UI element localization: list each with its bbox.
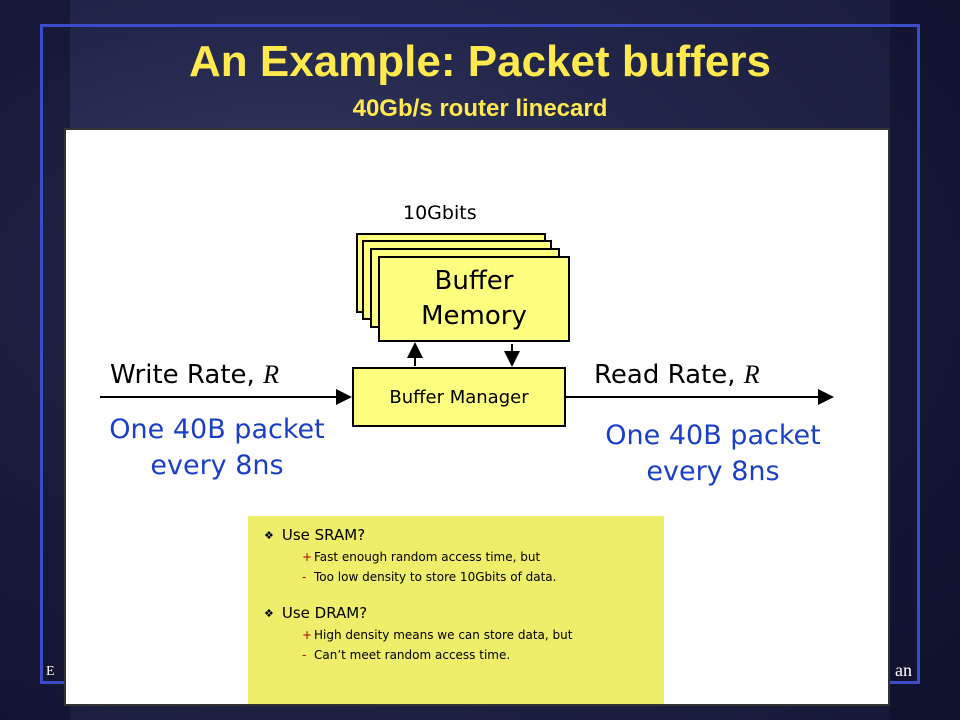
- dram-pro-text: High density means we can store data, bu…: [314, 628, 573, 642]
- read-packet-line1: One 40B packet: [605, 420, 821, 451]
- sram-question: ❖ Use SRAM?: [264, 526, 664, 544]
- sram-pro-text: Fast enough random access time, but: [314, 550, 541, 564]
- plus-icon: +: [302, 628, 313, 642]
- read-packet-line2: every 8ns: [646, 456, 780, 488]
- buffer-memory-label-line1: Buffer: [434, 265, 514, 296]
- read-rate-text: Read Rate,: [594, 360, 736, 390]
- write-rate-symbol: R: [263, 360, 279, 389]
- diamond-bullet-icon: ❖: [264, 606, 274, 620]
- write-rate-text: Write Rate,: [110, 360, 255, 390]
- background-shade-left: [0, 0, 70, 720]
- read-packet-text: One 40B packet every 8ns: [588, 418, 838, 491]
- read-rate-label: Read Rate, R: [594, 360, 760, 390]
- diamond-bullet-icon: ❖: [264, 528, 274, 542]
- read-rate-symbol: R: [743, 360, 760, 389]
- write-packet-text: One 40B packet every 8ns: [92, 412, 342, 485]
- buffer-memory-label-line2: Memory: [421, 301, 527, 331]
- sram-heading: Use SRAM?: [281, 526, 366, 544]
- slide-subtitle: 40Gb/s router linecard: [352, 95, 608, 122]
- buffer-manager-label: Buffer Manager: [389, 386, 529, 408]
- dram-pro-item: + High density means we can store data, …: [302, 628, 664, 642]
- write-packet-line2: every 8ns: [150, 450, 284, 482]
- write-rate-label: Write Rate, R: [110, 360, 279, 390]
- footer-right-text: an: [895, 660, 912, 680]
- memory-size-label: 10Gbits: [403, 202, 477, 224]
- sram-con-item: - Too low density to store 10Gbits of da…: [302, 570, 664, 584]
- background-shade-right: [890, 0, 960, 720]
- buffer-manager-box: Buffer Manager: [352, 367, 566, 427]
- dram-con-item: - Can’t meet random access time.: [302, 648, 664, 662]
- sram-pro-item: + Fast enough random access time, but: [302, 550, 664, 564]
- plus-icon: +: [302, 550, 313, 564]
- sram-con-text: Too low density to store 10Gbits of data…: [314, 570, 557, 584]
- minus-icon: -: [302, 570, 307, 584]
- footer-left-text: E: [46, 664, 55, 679]
- slide-title: An Example: Packet buffers: [189, 37, 771, 86]
- dram-con-text: Can’t meet random access time.: [314, 648, 511, 662]
- write-packet-line1: One 40B packet: [109, 414, 325, 445]
- buffer-memory-box: Buffer Memory: [378, 256, 570, 342]
- minus-icon: -: [302, 648, 307, 662]
- dram-heading: Use DRAM?: [281, 604, 368, 622]
- dram-question: ❖ Use DRAM?: [264, 604, 664, 622]
- memory-options-notes: ❖ Use SRAM? + Fast enough random access …: [248, 516, 664, 704]
